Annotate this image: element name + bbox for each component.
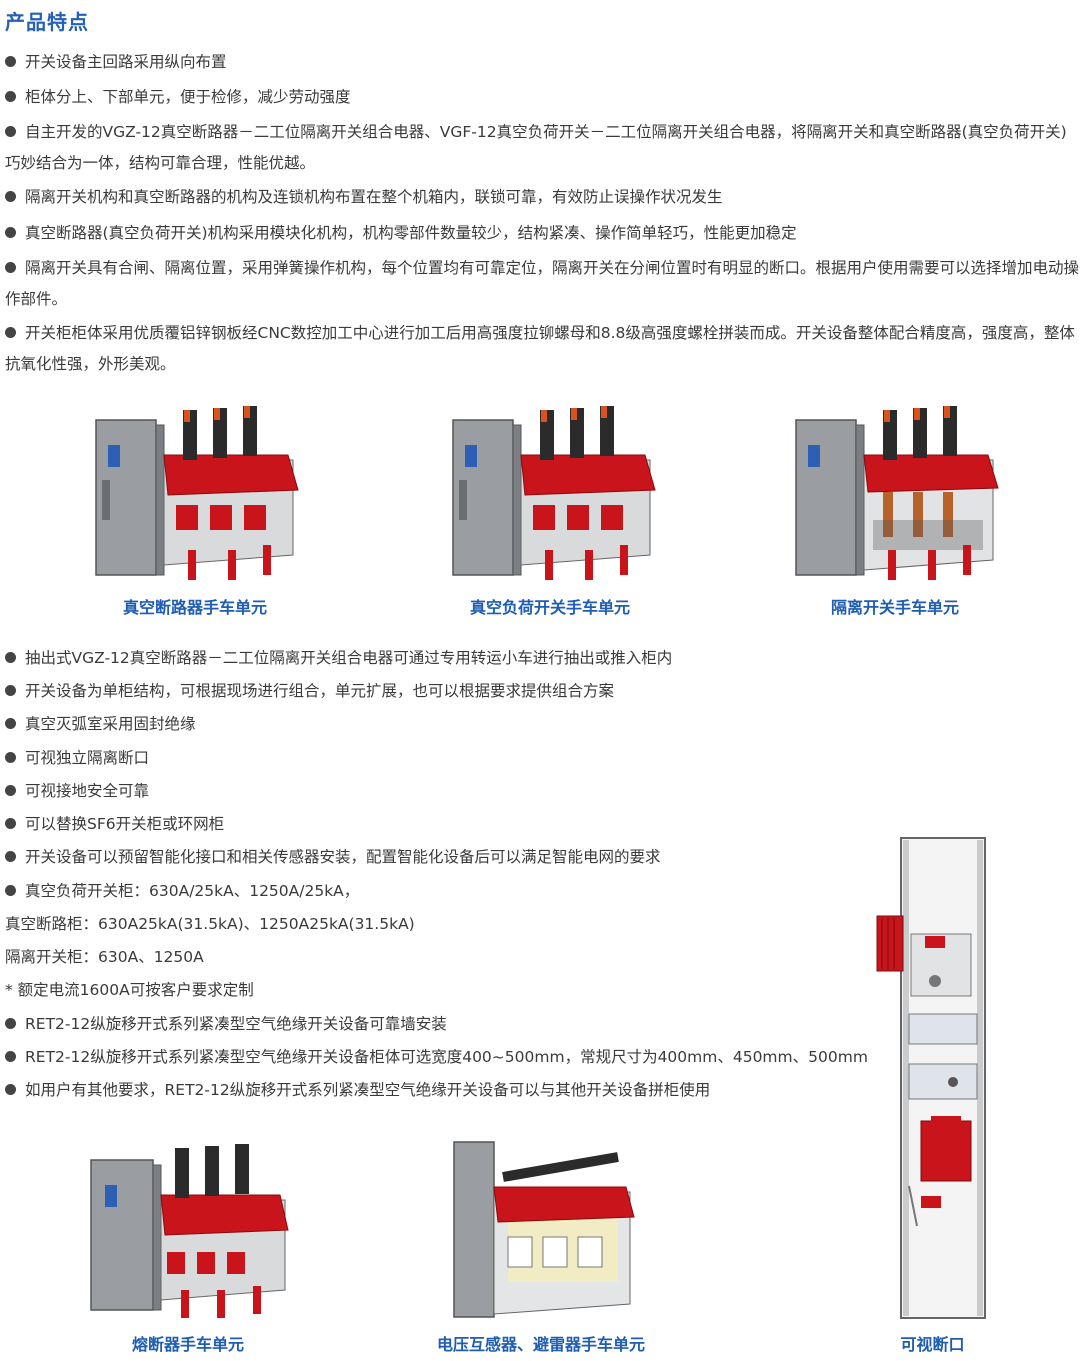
feature-item: 开关设备为单柜结构，可根据现场进行组合，单元扩展，也可以根据要求提供组合方案 xyxy=(5,676,614,706)
feature-item: 抽出式VGZ-12真空断路器－二工位隔离开关组合电器可通过专用转运小车进行抽出或… xyxy=(5,643,672,673)
bullet-icon xyxy=(5,191,16,202)
vlbs-truck-image xyxy=(445,400,660,585)
caption-fuse-truck: 熔断器手车单元 xyxy=(131,1335,244,1354)
feature-item: 真空灭弧室采用固封绝缘 xyxy=(5,709,196,739)
caption-vcb-truck: 真空断路器手车单元 xyxy=(122,598,267,617)
rating-line: 真空断路柜：630A25kA(31.5kA)、1250A25kA(31.5kA) xyxy=(5,915,415,933)
feature-item: 如用户有其他要求，RET2-12纵旋移开式系列紧凑型空气绝缘开关设备可以与其他开… xyxy=(5,1075,710,1105)
feature-item: 开关柜柜体采用优质覆铝锌钢板经CNC数控加工中心进行加工后用高强度拉铆螺母和8.… xyxy=(5,324,1075,373)
bullet-icon xyxy=(5,327,16,338)
caption-disconnector-truck: 隔离开关手车单元 xyxy=(830,598,959,617)
bullet-icon xyxy=(5,126,16,137)
feature-item: 隔离开关机构和真空断路器的机构及连锁机构布置在整个机箱内，联锁可靠，有效防止误操… xyxy=(5,182,723,212)
feature-item: 可视独立隔离断口 xyxy=(5,743,149,773)
section-title: 产品特点 xyxy=(5,10,89,34)
bullet-icon xyxy=(5,262,16,273)
fuse-truck-image xyxy=(85,1140,290,1320)
bullet-icon xyxy=(5,718,16,729)
bullet-icon xyxy=(5,685,16,696)
bullet-icon xyxy=(5,851,16,862)
feature-item: 真空断路器(真空负荷开关)机构采用模块化机构，机构零部件数量较少，结构紧凑、操作… xyxy=(5,218,797,248)
bullet-icon xyxy=(5,227,16,238)
bullet-icon xyxy=(5,1084,16,1095)
rating-note: * 额定电流1600A可按客户要求定制 xyxy=(5,981,254,999)
caption-pt-arrester-truck: 电压互感器、避雷器手车单元 xyxy=(436,1335,645,1354)
bullet-icon xyxy=(5,652,16,663)
caption-visible-break: 可视断口 xyxy=(900,1335,965,1354)
feature-item: 开关设备可以预留智能化接口和相关传感器安装，配置智能化设备后可以满足智能电网的要… xyxy=(5,842,661,872)
feature-item: RET2-12纵旋移开式系列紧凑型空气绝缘开关设备可靠墙安装 xyxy=(5,1009,447,1039)
feature-item: 柜体分上、下部单元，便于检修，减少劳动强度 xyxy=(5,82,351,112)
visible-break-cabinet-image xyxy=(873,836,993,1321)
disconnector-truck-image xyxy=(788,400,1003,585)
feature-item: 可以替换SF6开关柜或环网柜 xyxy=(5,809,224,839)
feature-item: RET2-12纵旋移开式系列紧凑型空气绝缘开关设备柜体可选宽度400~500mm… xyxy=(5,1042,868,1072)
bullet-icon xyxy=(5,1018,16,1029)
bullet-icon xyxy=(5,818,16,829)
pt-arrester-truck-image xyxy=(448,1132,638,1322)
feature-item: 自主开发的VGZ-12真空断路器－二工位隔离开关组合电器、VGF-12真空负荷开… xyxy=(5,123,1067,172)
feature-item: 隔离开关具有合闸、隔离位置，采用弹簧操作机构，每个位置均有可靠定位，隔离开关在分… xyxy=(5,259,1080,308)
feature-item: 开关设备主回路采用纵向布置 xyxy=(5,47,227,77)
bullet-icon xyxy=(5,91,16,102)
bullet-icon xyxy=(5,1051,16,1062)
bullet-icon xyxy=(5,785,16,796)
feature-item: 真空负荷开关柜：630A/25kA、1250A/25kA， xyxy=(5,876,359,906)
bullet-icon xyxy=(5,752,16,763)
vcb-truck-image xyxy=(88,400,303,585)
bullet-icon xyxy=(5,56,16,67)
rating-line: 隔离开关柜：630A、1250A xyxy=(5,948,204,966)
bullet-icon xyxy=(5,885,16,896)
caption-vlbs-truck: 真空负荷开关手车单元 xyxy=(469,598,630,617)
feature-item: 可视接地安全可靠 xyxy=(5,776,149,806)
